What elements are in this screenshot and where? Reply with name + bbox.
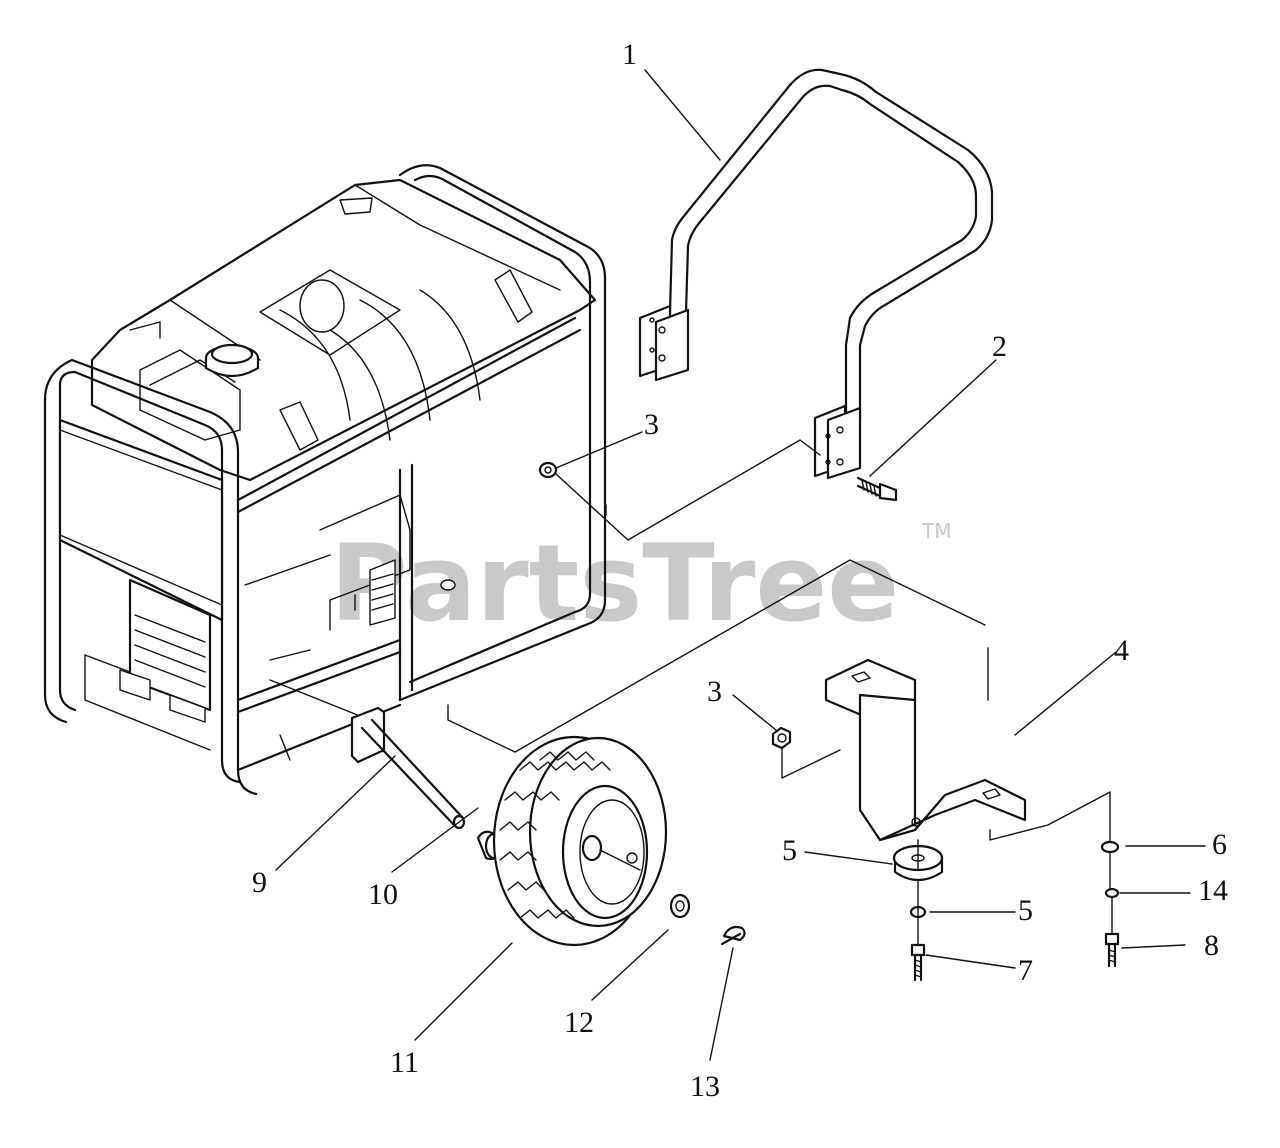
axle-part-9: [360, 718, 466, 830]
callout-3-lower: 3: [707, 675, 722, 708]
callout-8: 8: [1204, 929, 1219, 962]
leader-lines: [275, 69, 1206, 1061]
handle-part-1: [638, 68, 994, 480]
bolt-part-7: [910, 943, 926, 982]
watermark-trademark: TM: [921, 519, 951, 543]
callout-14: 14: [1198, 874, 1228, 907]
nut-part-3-upper: [538, 461, 558, 479]
assembly-lines: [447, 439, 1113, 946]
callouts: 1 2 3 3 4 5 5 6 7 8 9 10 11 12 13 14: [252, 38, 1228, 1103]
callout-10: 10: [368, 878, 398, 911]
wheel-part-11: [492, 735, 668, 947]
callout-1: 1: [622, 38, 637, 71]
nut-part-3-lower: [771, 726, 792, 750]
cotter-pin-part-13: [720, 925, 746, 946]
callout-12: 12: [564, 1006, 594, 1039]
generator-assembly: [43, 164, 607, 796]
bracket-part-4: [824, 658, 1027, 842]
callout-9: 9: [252, 866, 267, 899]
washer-part-14: [1104, 887, 1120, 899]
bolt-part-2: [856, 476, 898, 502]
callout-5-upper: 5: [782, 834, 797, 867]
washer-part-6: [1100, 840, 1120, 854]
callout-7: 7: [1018, 954, 1033, 987]
callout-2: 2: [992, 330, 1007, 363]
callout-3-upper: 3: [644, 408, 659, 441]
watermark-text: PartsTree: [330, 522, 899, 645]
callout-13: 13: [690, 1070, 720, 1103]
callout-11: 11: [390, 1046, 419, 1079]
bolt-part-8: [1104, 932, 1120, 968]
watermark: PartsTree TM: [330, 519, 951, 645]
washer-part-12: [669, 893, 691, 919]
callout-6: 6: [1212, 828, 1227, 861]
callout-5-lower: 5: [1018, 894, 1033, 927]
callout-4: 4: [1114, 634, 1129, 667]
